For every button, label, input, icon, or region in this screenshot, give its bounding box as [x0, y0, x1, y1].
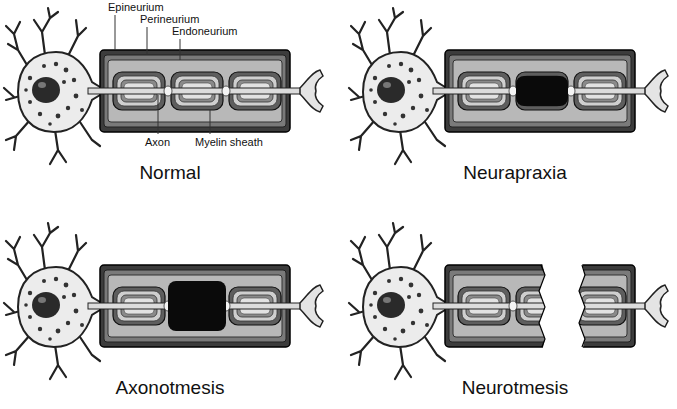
panel-title: Neurotmesis [462, 377, 569, 399]
part-label: Myelin sheath [195, 136, 263, 149]
part-label: Epineurium [108, 1, 164, 14]
part-label: Endoneurium [172, 25, 237, 38]
part-label: Perineurium [140, 13, 199, 26]
panel-title: Neurapraxia [463, 162, 567, 184]
panel-title: Normal [139, 162, 200, 184]
panel-title: Axonotmesis [116, 377, 225, 399]
part-label: Axon [145, 136, 170, 149]
